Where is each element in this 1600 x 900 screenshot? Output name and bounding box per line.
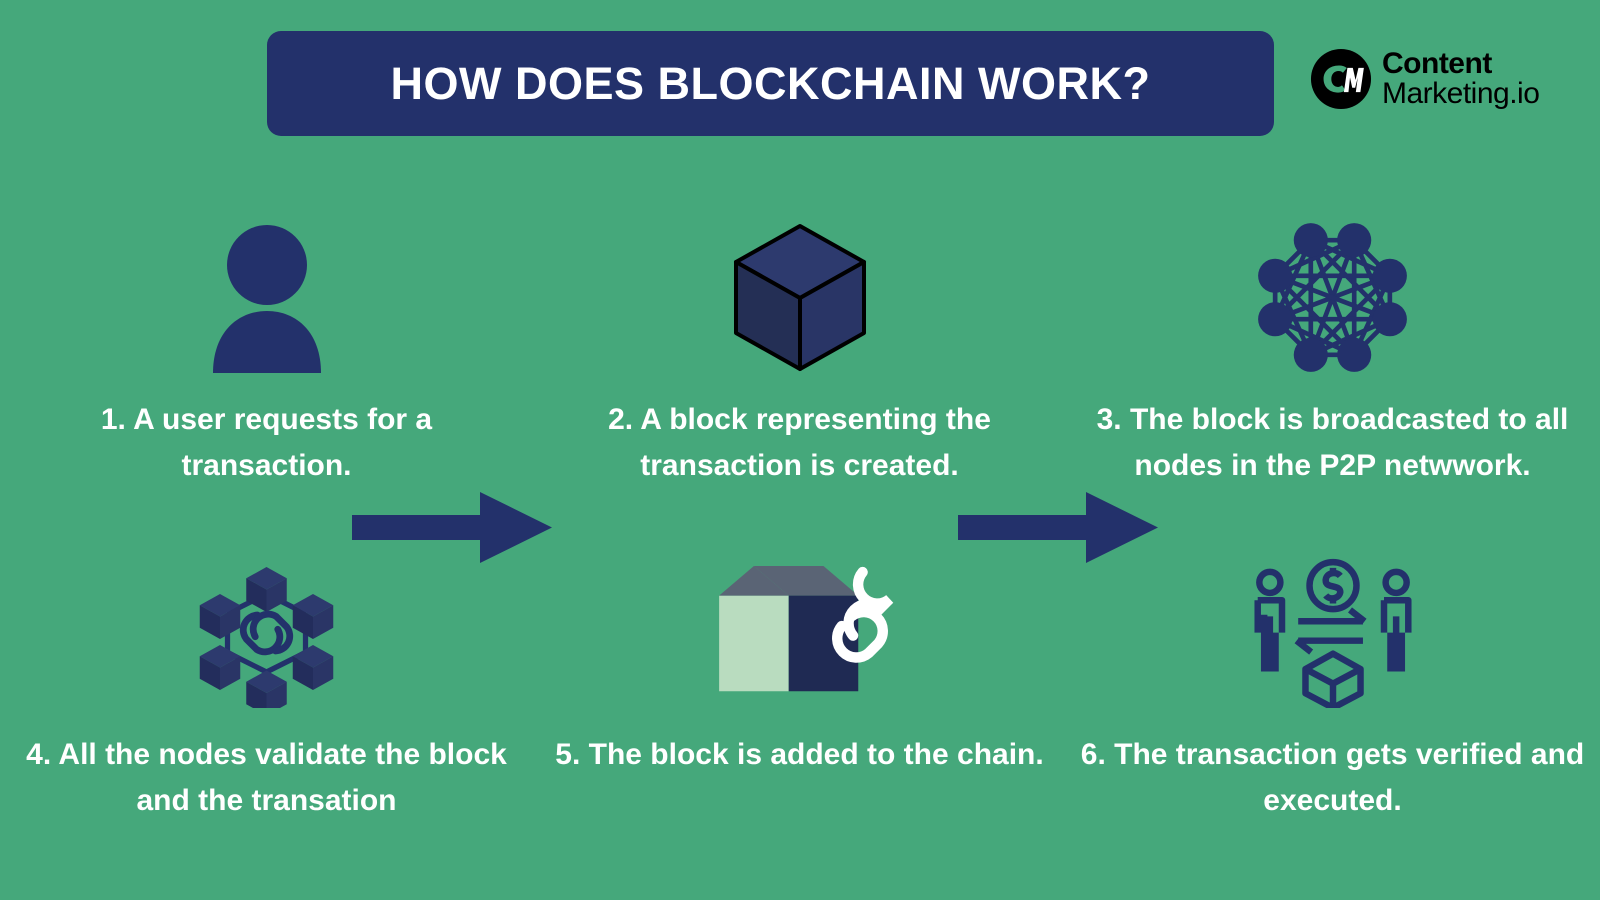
logo-line-content: Content (1382, 47, 1492, 80)
step-3-icon-area (1066, 205, 1599, 390)
arrow-step1-to-step2 (352, 492, 552, 563)
title-banner: HOW DOES BLOCKCHAIN WORK? (267, 31, 1274, 136)
block-chainlink-icon (718, 565, 893, 691)
cm-monogram-icon (1310, 48, 1372, 110)
step-4-icon-area (0, 540, 533, 725)
step-5-label: 5. The block is added to the chain. (555, 738, 1044, 771)
step-6-label: 6. The transaction gets verified and exe… (1080, 738, 1585, 817)
step-4-label: 4. All the nodes validate the block and … (26, 738, 507, 817)
step-card-6: 6. The transaction gets verified and exe… (1066, 540, 1599, 860)
cube-icon (733, 224, 866, 371)
logo-line-marketing: Marketing.io (1382, 77, 1540, 110)
step-card-2: 2. A block representing the transaction … (533, 205, 1066, 525)
page-title: HOW DOES BLOCKCHAIN WORK? (390, 57, 1151, 109)
step-card-1: 1. A user requests for a transaction. (0, 205, 533, 525)
step-1-icon-area (0, 205, 533, 390)
arrow-step2-to-step3 (958, 492, 1158, 563)
person-icon (212, 224, 321, 373)
step-2-label: 2. A block representing the transaction … (608, 403, 991, 482)
logo-wordmark: Content Marketing.io (1382, 47, 1540, 110)
steps-row-top: 1. A user requests for a transaction. 2.… (0, 205, 1600, 563)
brand-logo: Content Marketing.io (1310, 47, 1540, 110)
step-card-3: 3. The block is broadcasted to all nodes… (1066, 205, 1599, 525)
step-1-label: 1. A user requests for a transaction. (100, 403, 433, 482)
step-5-icon-area (533, 540, 1066, 725)
step-card-4: 4. All the nodes validate the block and … (0, 540, 533, 860)
step-card-5: 5. The block is added to the chain. (533, 540, 1066, 860)
p2p-network-icon (1258, 223, 1407, 372)
node-chain-icon (199, 566, 334, 708)
steps-row-bottom: 4. All the nodes validate the block and … (0, 540, 1600, 860)
step-3-label: 3. The block is broadcasted to all nodes… (1096, 403, 1569, 482)
exchange-icon (1253, 558, 1412, 708)
step-6-icon-area (1066, 540, 1599, 725)
step-2-icon-area (533, 205, 1066, 390)
